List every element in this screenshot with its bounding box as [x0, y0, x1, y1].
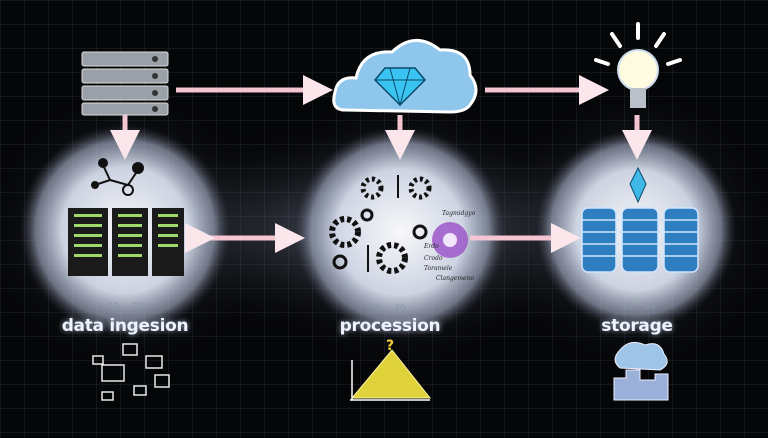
dial-number: 22	[132, 302, 143, 312]
gears-icon	[329, 175, 432, 274]
svg-text:?: ?	[386, 338, 394, 354]
light-bulb-icon	[594, 22, 682, 108]
annotation: Erdo	[423, 243, 439, 250]
stage-label-storage: storage	[601, 316, 673, 336]
pyramid-chart-icon: ?	[350, 338, 432, 401]
stage-label-ingestion: data ingesion	[61, 316, 189, 336]
annotation: Clangemeno	[436, 275, 474, 282]
dial-number: 20	[644, 302, 656, 312]
laptops-icon	[92, 343, 170, 401]
server-rack-icon	[81, 51, 169, 116]
flow-arrows	[110, 75, 652, 253]
cloud-diamond-icon	[332, 39, 478, 114]
annotation: Crodo	[424, 255, 443, 262]
dial-number: 19	[108, 302, 120, 312]
server-racks-icon	[68, 208, 184, 276]
database-stack-icon	[581, 166, 699, 273]
galaxy-icon	[432, 222, 468, 258]
network-nodes-icon	[91, 158, 144, 196]
dial-number: 70	[370, 304, 382, 314]
annotation: Toramele	[424, 265, 453, 272]
cloud-data-icon	[613, 341, 669, 401]
stage-circle-processing	[250, 82, 550, 382]
dial-number: 22	[622, 302, 633, 312]
annotation: Tagmidgyo	[442, 210, 476, 217]
stage-label-processing: procession	[339, 316, 441, 336]
dial-number: 20	[394, 304, 406, 314]
